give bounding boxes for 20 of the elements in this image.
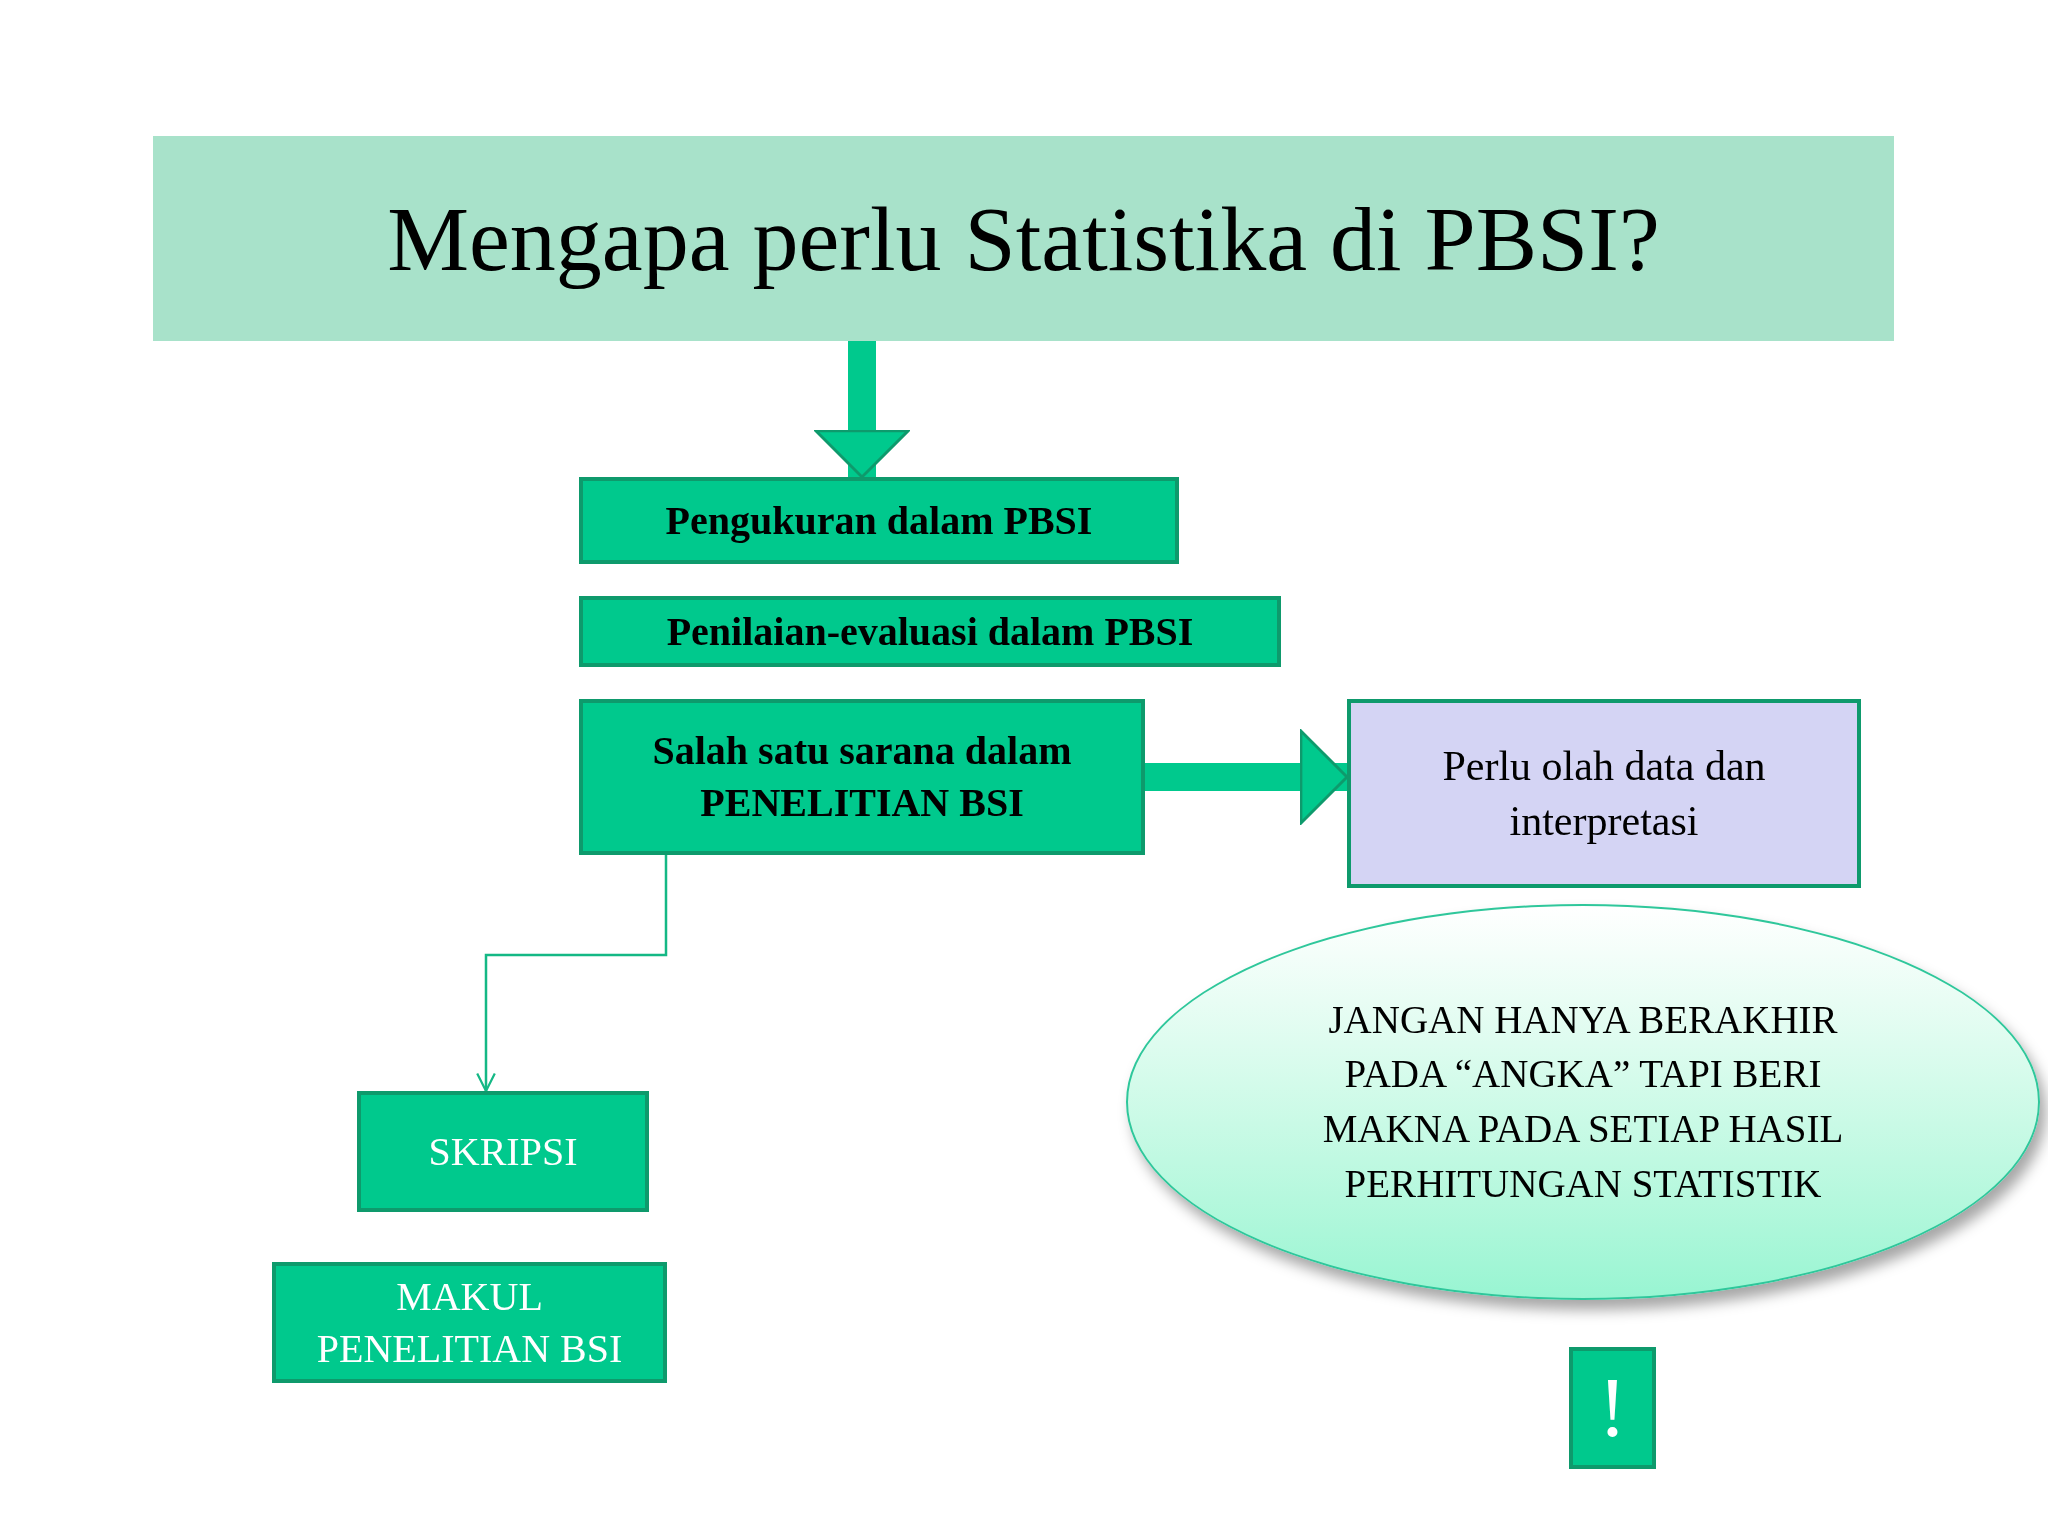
node-text: JANGAN HANYA BERAKHIR PADA “ANGKA” TAPI BERI MAKNA PADA SETIAP HASIL PERHITUNGAN STATISTIK [1321,996,1845,1207]
output-box [272,1262,667,1383]
node-text: Penilaian-evaluasi dalam PBSI [666,607,1194,656]
exclamation-box [1569,1347,1656,1469]
process-box [579,596,1281,667]
node-text: Salah satu sarana dalam PENELITIAN BSI [651,727,1073,827]
node-text: SKRIPSI [428,1127,578,1176]
node-text: Perlu olah data dan interpretasi [1441,741,1767,846]
node-text: Mengapa perlu Statistika di PBSI? [387,186,1660,292]
process-box [579,699,1145,855]
node-text: Pengukuran dalam PBSI [665,496,1093,545]
node-text: MAKUL PENELITIAN BSI [315,1272,624,1373]
result-box [1347,699,1861,888]
node-text: ! [1598,1366,1627,1450]
title-band [153,136,1894,341]
output-box [357,1091,649,1212]
process-box [579,477,1179,564]
arrow [476,855,668,1093]
block-arrow [1145,729,1349,825]
block-arrow [814,341,910,479]
